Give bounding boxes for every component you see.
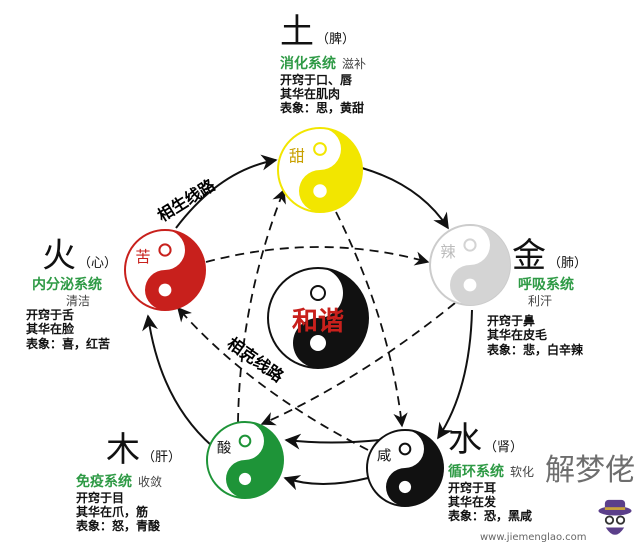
earth-note: 滋补	[342, 56, 367, 71]
earth-system: 消化系统	[280, 55, 336, 72]
fire-system: 内分泌系统	[32, 276, 102, 293]
water-line: 开窍于耳	[448, 480, 497, 495]
arrow-earth-to-water	[335, 211, 408, 428]
arrow-metal-to-wood	[260, 302, 456, 426]
earth-info: 土（脾） 消化系统滋补 开窍于口、唇 其华在肌肉 表象：思，黄甜	[280, 12, 366, 116]
watermark-url: www.jiemenglao.com	[480, 532, 587, 543]
metal-system: 呼吸系统	[518, 276, 574, 293]
arrow-wood-to-earth	[237, 188, 286, 423]
arrow-fire-to-metal	[205, 246, 430, 266]
water-name: 水	[448, 420, 482, 460]
metal-taste: 辣	[440, 243, 455, 261]
metal-line: 表象：悲，白辛辣	[487, 342, 584, 357]
arrow-water-to-wood	[283, 475, 369, 491]
wood-line: 开窍于目	[76, 490, 125, 505]
fire-name: 火	[42, 236, 76, 276]
arrow-metal-to-water	[437, 309, 473, 440]
wood-system: 免疫系统	[76, 473, 132, 490]
water-yinyang-icon	[366, 429, 444, 507]
earth-line: 其华在肌肉	[280, 86, 341, 101]
earth-taste: 甜	[289, 147, 305, 166]
fire-line: 表象：喜，红苦	[26, 336, 111, 351]
controlling-arrows	[177, 188, 456, 451]
generating-route-label: 相生线路	[154, 175, 219, 226]
arrow-water-to-fire	[177, 306, 369, 451]
wood-yinyang-icon	[206, 421, 284, 499]
arrow-fire-to-earth	[175, 154, 278, 229]
earth-name: 土	[280, 12, 314, 52]
wood-note: 收敛	[138, 474, 163, 489]
metal-yinyang-icon	[429, 224, 511, 306]
center-yinyang-icon	[267, 267, 369, 369]
fire-info: 火（心） 内分泌系统 清洁 开窍于舌 其华在脸 表象：喜，红苦	[26, 236, 117, 351]
metal-line: 开窍于鼻	[487, 314, 536, 328]
earth-organ: （脾）	[316, 32, 356, 47]
wood-info: 木（肝） 免疫系统收敛 开窍于目 其华在爪，筋 表象：怒，青酸	[76, 430, 181, 534]
earth-line: 表象：思，黄甜	[280, 101, 365, 116]
water-system: 循环系统	[448, 463, 504, 480]
water-organ: （肾）	[484, 440, 524, 455]
metal-info: 金（肺） 呼吸系统 利汗	[512, 236, 587, 308]
watermark-mascot-icon	[598, 499, 632, 535]
arrow-wood-to-fire	[142, 314, 213, 447]
metal-note: 利汗	[528, 293, 553, 308]
water-line: 表象：恐，黑咸	[448, 509, 533, 524]
fire-note: 清洁	[66, 293, 91, 308]
water-line: 其华在发	[448, 494, 497, 509]
metal-lines: 开窍于鼻 其华在皮毛 表象：悲，白辛辣	[487, 314, 583, 357]
arrow-water-to-wood-2	[284, 433, 381, 450]
water-taste: 咸	[377, 447, 391, 464]
wood-organ: （肝）	[142, 450, 182, 465]
wood-line: 其华在爪，筋	[76, 504, 149, 519]
earth-line: 开窍于口、唇	[280, 72, 353, 87]
metal-line: 其华在皮毛	[487, 328, 548, 343]
generating-arrows	[142, 154, 473, 491]
watermark-brand: 解梦佬	[545, 453, 635, 488]
arrow-earth-to-metal	[361, 167, 449, 230]
fire-yinyang-icon	[124, 229, 206, 311]
earth-yinyang-icon	[277, 127, 363, 213]
metal-name: 金	[512, 236, 546, 276]
metal-organ: （肺）	[548, 256, 588, 271]
wood-taste: 酸	[217, 439, 232, 456]
water-note: 软化	[510, 464, 535, 479]
wood-name: 木	[106, 430, 140, 470]
fire-line: 其华在脸	[26, 322, 75, 337]
fire-organ: （心）	[78, 256, 118, 271]
center-label: 和谐	[292, 307, 344, 337]
fire-line: 开窍于舌	[26, 307, 75, 322]
fire-taste: 苦	[135, 248, 150, 266]
wood-line: 表象：怒，青酸	[76, 519, 161, 534]
water-info: 水（肾） 循环系统软化 开窍于耳 其华在发 表象：恐，黑咸	[448, 420, 534, 524]
